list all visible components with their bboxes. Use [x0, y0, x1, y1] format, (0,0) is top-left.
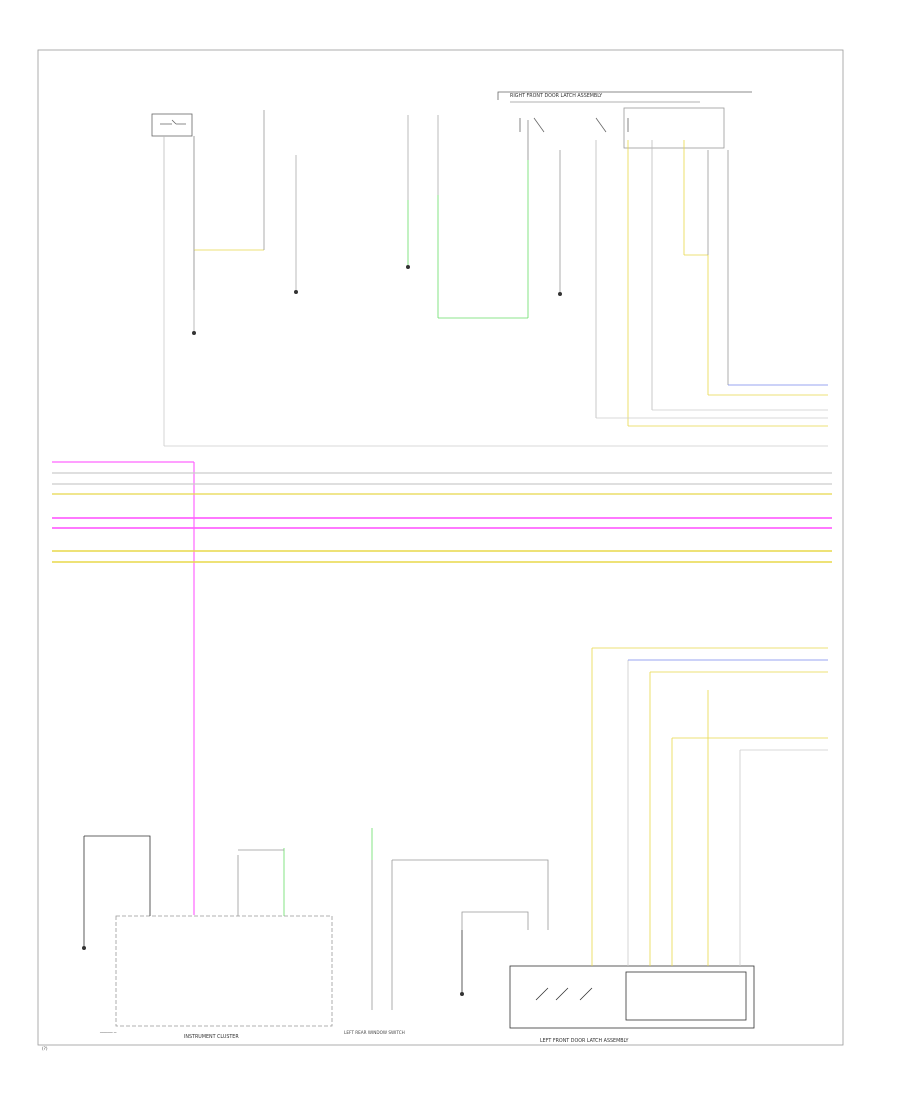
instrument-cluster-label: INSTRUMENT CLUSTER	[184, 1034, 239, 1040]
right-front-latch-label: RIGHT FRONT DOOR LATCH ASSEMBLY	[510, 93, 602, 99]
ground-label: ───── ─	[99, 1030, 117, 1035]
bottom-section	[82, 647, 828, 1029]
labels: ───── ─ INSTRUMENT CLUSTER LEFT FRONT DO…	[42, 93, 629, 1051]
horizontal-bus	[52, 461, 832, 915]
left-front-latch-label: LEFT FRONT DOOR LATCH ASSEMBLY	[540, 1038, 629, 1044]
page-code: (?)	[42, 1046, 48, 1051]
top-section	[151, 91, 828, 447]
left-rear-window-label: LEFT REAR WINDOW SWITCH	[344, 1030, 405, 1035]
page-border	[37, 49, 844, 1046]
